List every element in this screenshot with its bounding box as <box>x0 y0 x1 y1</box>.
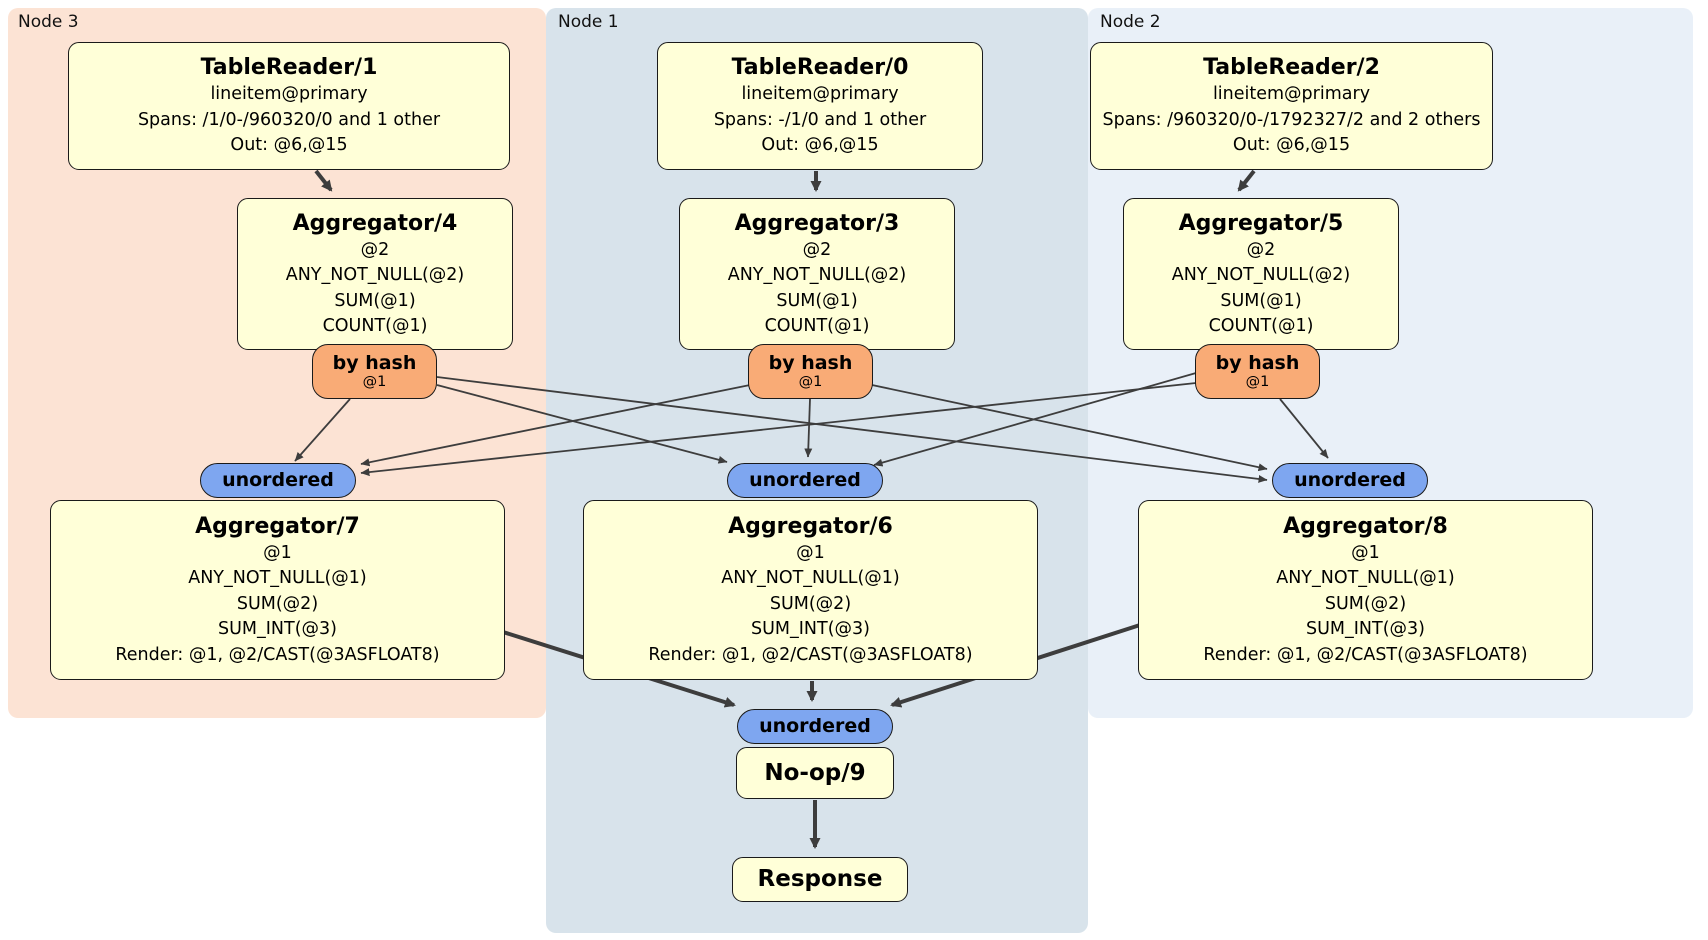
aggregator-6-box: Aggregator/6 @1 ANY_NOT_NULL(@1) SUM(@2)… <box>583 500 1038 680</box>
aggregator-7-render: Render: @1, @2/CAST(@3ASFLOAT8) <box>115 644 440 665</box>
hash-router-key: @1 <box>1245 374 1270 390</box>
aggregator-4-line: COUNT(@1) <box>322 316 428 336</box>
aggregator-7-line: @1 <box>263 542 292 563</box>
edge-hash2-to-sync2 <box>1279 398 1329 459</box>
aggregator-6-line: SUM(@2) <box>769 593 852 614</box>
unordered-sync-label: unordered <box>749 469 861 491</box>
aggregator-5-box: Aggregator/5 @2 ANY_NOT_NULL(@2) SUM(@1)… <box>1123 198 1399 350</box>
aggregator-7-line: SUM(@2) <box>236 593 319 614</box>
group-node-1-label: Node 1 <box>558 12 619 32</box>
tablereader-1-title: TableReader/1 <box>200 55 378 81</box>
edge-hash3-to-sync1 <box>436 384 728 464</box>
edge-hash1-to-sync3 <box>360 384 751 467</box>
unordered-sync-final: unordered <box>737 709 893 744</box>
aggregator-7-box: Aggregator/7 @1 ANY_NOT_NULL(@1) SUM(@2)… <box>50 500 505 680</box>
tablereader-1-spans: Spans: /1/0-/960320/0 and 1 other <box>137 109 441 130</box>
aggregator-4-title: Aggregator/4 <box>292 210 458 236</box>
aggregator-6-title: Aggregator/6 <box>728 513 893 539</box>
aggregator-8-line: ANY_NOT_NULL(@1) <box>1276 568 1455 589</box>
response-title: Response <box>757 866 883 892</box>
tablereader-0-index: lineitem@primary <box>741 84 899 105</box>
aggregator-8-line: SUM(@2) <box>1324 593 1407 614</box>
aggregator-4-box: Aggregator/4 @2 ANY_NOT_NULL(@2) SUM(@1)… <box>237 198 513 350</box>
aggregator-3-line: SUM(@1) <box>776 290 858 311</box>
unordered-sync-label: unordered <box>759 715 871 737</box>
edge-hash2-to-sync3 <box>360 382 1197 477</box>
tablereader-1-box: TableReader/1 lineitem@primary Spans: /1… <box>68 42 510 170</box>
response-box: Response <box>732 857 908 902</box>
aggregator-5-line: COUNT(@1) <box>1208 316 1314 336</box>
hash-router-node2: by hash @1 <box>1195 344 1320 399</box>
tablereader-0-out: Out: @6,@15 <box>761 135 879 156</box>
aggregator-4-line: @2 <box>360 239 390 260</box>
aggregator-3-line: ANY_NOT_NULL(@2) <box>727 265 907 285</box>
aggregator-5-line: @2 <box>1246 239 1276 260</box>
unordered-sync-label: unordered <box>222 469 334 491</box>
edge-hash2-to-sync1 <box>873 372 1197 467</box>
unordered-sync-node3: unordered <box>200 463 356 498</box>
aggregator-3-line: @2 <box>802 239 832 260</box>
aggregator-6-line: SUM_INT(@3) <box>751 619 870 640</box>
hash-router-label: by hash <box>1215 352 1300 374</box>
aggregator-6-render: Render: @1, @2/CAST(@3ASFLOAT8) <box>648 644 973 665</box>
aggregator-3-title: Aggregator/3 <box>734 210 900 236</box>
tablereader-0-box: TableReader/0 lineitem@primary Spans: -/… <box>657 42 983 170</box>
aggregator-6-line: ANY_NOT_NULL(@1) <box>721 568 900 589</box>
aggregator-8-line: SUM_INT(@3) <box>1306 619 1425 640</box>
aggregator-5-title: Aggregator/5 <box>1178 210 1344 236</box>
aggregator-4-line: SUM(@1) <box>334 290 416 311</box>
hash-router-key: @1 <box>798 374 823 390</box>
tablereader-1-index: lineitem@primary <box>210 84 368 105</box>
edge-tr1-to-agg4 <box>314 169 333 192</box>
aggregator-3-box: Aggregator/3 @2 ANY_NOT_NULL(@2) SUM(@1)… <box>679 198 955 350</box>
edge-hash3-to-sync2 <box>436 376 1268 483</box>
edge-hash3-to-sync3 <box>294 398 351 462</box>
edge-hash1-to-sync2 <box>871 384 1268 472</box>
aggregator-5-line: SUM(@1) <box>1220 290 1302 311</box>
tablereader-2-spans: Spans: /960320/0-/1792327/2 and 2 others <box>1102 109 1481 130</box>
unordered-sync-node2: unordered <box>1272 463 1428 498</box>
aggregator-8-title: Aggregator/8 <box>1283 513 1448 539</box>
tablereader-2-out: Out: @6,@15 <box>1232 135 1351 156</box>
tablereader-0-title: TableReader/0 <box>731 55 909 81</box>
hash-router-node3: by hash @1 <box>312 344 437 399</box>
aggregator-7-title: Aggregator/7 <box>195 513 360 539</box>
aggregator-8-line: @1 <box>1351 542 1380 563</box>
unordered-sync-node1: unordered <box>727 463 883 498</box>
aggregator-5-line: ANY_NOT_NULL(@2) <box>1171 265 1351 285</box>
aggregator-7-line: ANY_NOT_NULL(@1) <box>188 568 367 589</box>
noop-title: No-op/9 <box>764 759 866 786</box>
noop-box: No-op/9 <box>736 747 894 799</box>
unordered-sync-label: unordered <box>1294 469 1406 491</box>
hash-router-key: @1 <box>362 374 387 390</box>
aggregator-7-line: SUM_INT(@3) <box>218 619 337 640</box>
aggregator-8-render: Render: @1, @2/CAST(@3ASFLOAT8) <box>1203 644 1528 665</box>
tablereader-0-spans: Spans: -/1/0 and 1 other <box>713 109 927 130</box>
aggregator-8-box: Aggregator/8 @1 ANY_NOT_NULL(@1) SUM(@2)… <box>1138 500 1593 680</box>
aggregator-4-line: ANY_NOT_NULL(@2) <box>285 265 465 285</box>
hash-router-label: by hash <box>332 352 417 374</box>
hash-router-node1: by hash @1 <box>748 344 873 399</box>
edge-hash1-to-sync1 <box>804 398 813 458</box>
group-node-3-label: Node 3 <box>18 12 79 32</box>
tablereader-1-out: Out: @6,@15 <box>230 135 348 156</box>
tablereader-2-box: TableReader/2 lineitem@primary Spans: /9… <box>1090 42 1493 170</box>
aggregator-3-line: COUNT(@1) <box>764 316 870 336</box>
tablereader-2-title: TableReader/2 <box>1203 55 1380 81</box>
hash-router-label: by hash <box>768 352 853 374</box>
tablereader-2-index: lineitem@primary <box>1212 84 1371 105</box>
aggregator-6-line: @1 <box>796 542 825 563</box>
group-node-2-label: Node 2 <box>1100 12 1161 32</box>
edge-tr2-to-agg5 <box>1237 169 1256 192</box>
